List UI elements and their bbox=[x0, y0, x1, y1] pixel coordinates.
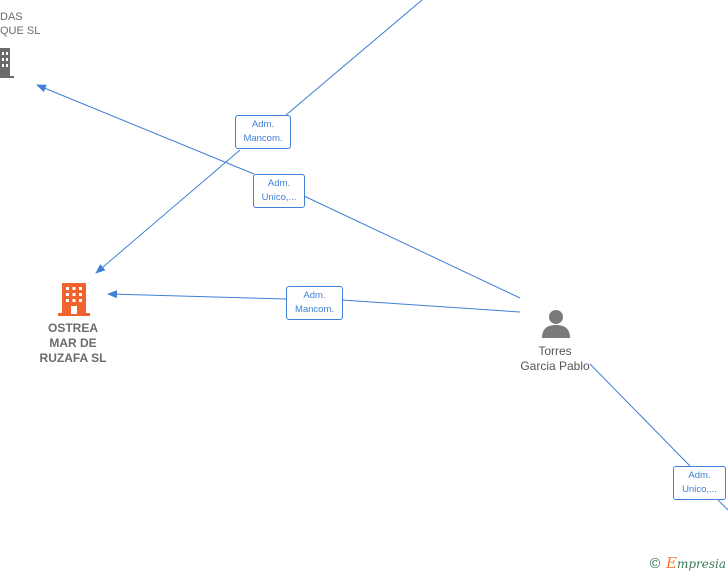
person-line-2: Garcia Pablo bbox=[520, 359, 590, 373]
empresia-logo: ©Empresia bbox=[648, 554, 726, 572]
edge-label-adm-mancom-mid[interactable]: Adm. Mancom. bbox=[286, 286, 343, 320]
edge-label-adm-unico-bottom[interactable]: Adm. Unico,... bbox=[673, 466, 726, 500]
edge-label-line: Adm. bbox=[688, 470, 711, 481]
edge-offscreen-to-mancom bbox=[285, 0, 423, 116]
edge-person-to-unico-bottom bbox=[589, 363, 691, 467]
edge-label-adm-unico-top[interactable]: Adm. Unico,... bbox=[253, 174, 305, 208]
edge-label-adm-mancom-top[interactable]: Adm. Mancom. bbox=[235, 115, 291, 149]
edge-mancom-to-ostrea-direct bbox=[107, 290, 288, 300]
company-main-line-3: RUZAFA SL bbox=[39, 351, 107, 365]
edge-person-to-unico bbox=[303, 195, 521, 299]
copyright-icon: © bbox=[647, 556, 662, 572]
edge-unico-bottom-to-offscreen bbox=[717, 499, 728, 511]
person-line-1: Torres bbox=[538, 344, 572, 358]
company-main-line-1: OSTREA bbox=[47, 321, 98, 335]
company-top-line-2: QUE SL bbox=[0, 25, 41, 37]
brand-initial: E bbox=[665, 554, 677, 572]
company-top-label[interactable]: DAS QUE SL bbox=[0, 10, 40, 38]
brand-name: mpresia bbox=[676, 557, 726, 571]
edge-label-line: Adm. bbox=[303, 290, 326, 301]
edge-unico-to-top-company bbox=[36, 84, 255, 175]
company-main-line-2: MAR DE bbox=[49, 336, 97, 350]
building-icon[interactable] bbox=[0, 46, 14, 80]
person-icon[interactable] bbox=[541, 308, 571, 338]
edge-label-line: Adm. bbox=[251, 119, 275, 130]
edge-label-line: Unico,... bbox=[682, 484, 717, 495]
person-label[interactable]: Torres Garcia Pablo bbox=[510, 344, 600, 374]
edge-label-line: Adm. bbox=[267, 178, 291, 189]
company-main-label[interactable]: OSTREA MAR DE RUZAFA SL bbox=[28, 321, 118, 366]
company-top-line-1: DAS bbox=[0, 11, 23, 23]
edge-label-line: Mancom. bbox=[294, 304, 335, 315]
edge-person-to-mancom bbox=[341, 299, 521, 313]
building-icon[interactable] bbox=[58, 283, 90, 317]
edge-label-line: Unico,... bbox=[261, 192, 297, 203]
edge-mancom-to-ostrea bbox=[95, 149, 241, 274]
edge-label-line: Mancom. bbox=[243, 133, 283, 144]
